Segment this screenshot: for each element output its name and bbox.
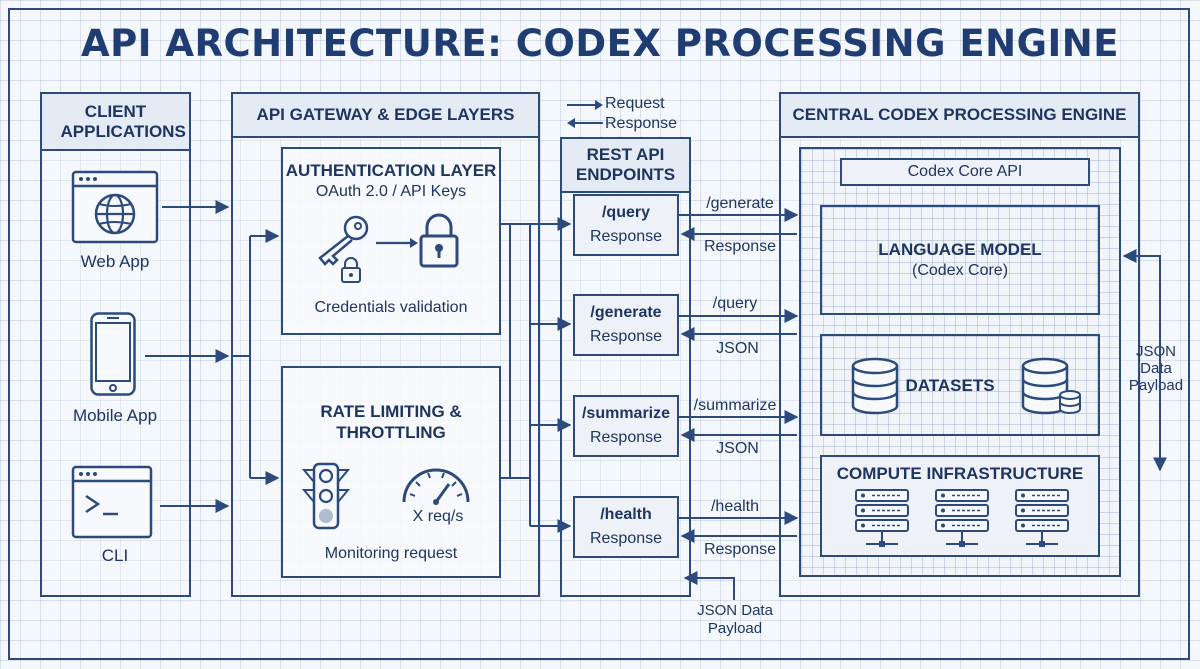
central-engine-title: CENTRAL CODEX PROCESSING ENGINE — [792, 105, 1127, 125]
link-4-response-label: Response — [703, 541, 777, 558]
auth-layer-title: AUTHENTICATION LAYER — [285, 161, 497, 180]
traffic-light-icon — [301, 462, 351, 530]
rate-caption: Monitoring request — [324, 545, 458, 562]
central-engine-header: CENTRAL CODEX PROCESSING ENGINE — [781, 94, 1138, 138]
codex-core-api-label: Codex Core API — [907, 163, 1023, 180]
rest-api-title-line2: ENDPOINTS — [575, 165, 676, 184]
rate-gauge-label: X req/s — [412, 508, 464, 525]
auth-layer-subtitle: OAuth 2.0 / API Keys — [315, 183, 467, 200]
client-applications-header: CLIENT APPLICATIONS — [42, 94, 189, 151]
datasets-title: DATASETS — [905, 376, 995, 395]
rate-limiting-title-line1: RATE LIMITING & — [320, 402, 462, 421]
small-lock-icon — [341, 257, 361, 283]
endpoint-generate-name: /generate — [590, 304, 662, 321]
authentication-layer-box — [281, 147, 501, 335]
endpoint-summarize-name: /summarize — [581, 405, 671, 422]
endpoint-query[interactable]: /query Response — [573, 194, 679, 256]
legend-arrows — [567, 100, 603, 128]
padlock-icon — [419, 213, 459, 268]
server-rack-icon-2 — [935, 489, 989, 547]
endpoint-generate-response: Response — [589, 328, 663, 345]
rate-limiting-title-line2: THROTTLING — [336, 423, 446, 442]
auth-caption: Credentials validation — [314, 299, 468, 316]
engine-payload-line2: Data — [1140, 360, 1172, 377]
endpoint-summarize-response: Response — [589, 429, 663, 446]
speedometer-icon — [402, 468, 470, 505]
diagram-frame — [8, 8, 1190, 660]
endpoint-query-response: Response — [589, 228, 663, 245]
link-4-request-label: /health — [710, 498, 760, 515]
legend-response-label: Response — [605, 115, 678, 132]
link-3-request-label: /summarize — [693, 397, 777, 414]
language-model-subtitle: (Codex Core) — [911, 262, 1009, 279]
compute-infrastructure-title: COMPUTE INFRASTRUCTURE — [836, 464, 1084, 483]
link-2-request-label: /query — [712, 295, 758, 312]
endpoint-health-name: /health — [600, 506, 652, 523]
api-gateway-title: API GATEWAY & EDGE LAYERS — [256, 105, 515, 125]
key-icon — [318, 215, 369, 266]
auth-flow-arrow — [376, 238, 418, 248]
bottom-payload-line1: JSON Data — [697, 602, 773, 619]
endpoint-health[interactable]: /health Response — [573, 496, 679, 558]
endpoint-generate[interactable]: /generate Response — [573, 294, 679, 356]
rest-api-header: REST API ENDPOINTS — [562, 139, 689, 193]
language-model-box[interactable] — [820, 205, 1100, 315]
mobile-app-icon[interactable] — [90, 312, 136, 396]
link-3-response-label: JSON — [716, 440, 759, 457]
endpoint-query-name: /query — [601, 204, 650, 221]
cli-label: CLI — [101, 546, 129, 565]
endpoint-summarize[interactable]: /summarize Response — [573, 395, 679, 457]
engine-payload-line1: JSON — [1135, 343, 1176, 360]
bottom-payload-line2: Payload — [707, 620, 763, 637]
rest-api-title-line1: REST API — [586, 145, 665, 165]
web-app-icon[interactable] — [71, 170, 159, 244]
database-icon — [851, 357, 899, 415]
diagram-title: API ARCHITECTURE: CODEX PROCESSING ENGIN… — [80, 22, 1120, 65]
web-app-label: Web App — [80, 252, 150, 271]
language-model-title: LANGUAGE MODEL — [878, 240, 1042, 259]
codex-core-api-box[interactable] — [840, 158, 1090, 186]
mobile-app-label: Mobile App — [72, 406, 158, 425]
link-1-request-label: /generate — [706, 195, 774, 212]
api-gateway-header: API GATEWAY & EDGE LAYERS — [233, 94, 538, 138]
client-applications-title: CLIENT APPLICATIONS — [60, 101, 186, 141]
server-rack-icon-3 — [1015, 489, 1069, 547]
endpoint-health-response: Response — [589, 530, 663, 547]
legend-request-label: Request — [605, 95, 665, 112]
server-rack-icon-1 — [855, 489, 909, 547]
link-2-response-label: JSON — [716, 340, 759, 357]
engine-payload-line3: Payload — [1128, 377, 1184, 394]
database-stack-icon — [1021, 357, 1081, 415]
link-1-response-label: Response — [703, 238, 777, 255]
cli-terminal-icon[interactable] — [71, 465, 153, 539]
